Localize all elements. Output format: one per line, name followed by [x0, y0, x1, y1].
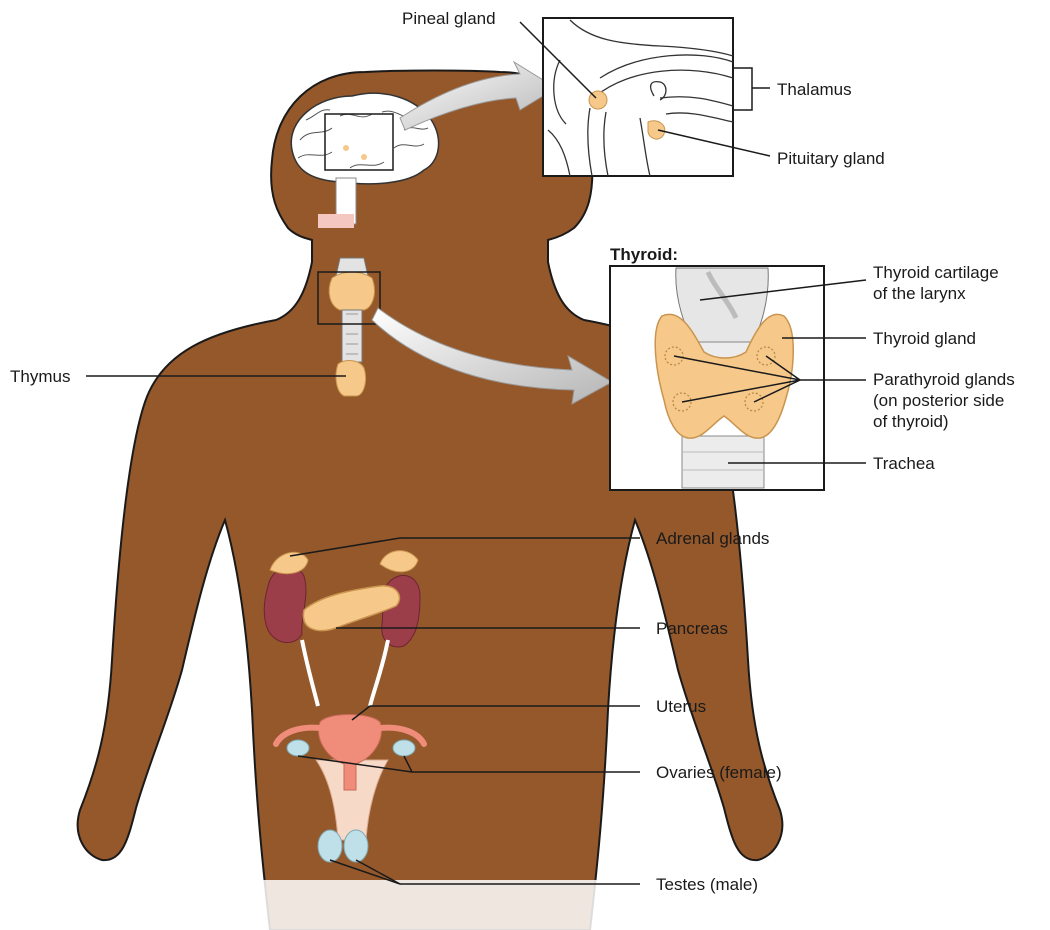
label-pituitary-gland: Pituitary gland	[777, 148, 885, 169]
ovary-left	[287, 740, 309, 756]
label-ovaries: Ovaries (female)	[656, 762, 782, 783]
kidney-left	[264, 567, 306, 643]
label-thyroid-heading: Thyroid:	[610, 244, 678, 265]
label-thyroid-gland: Thyroid gland	[873, 328, 976, 349]
label-thalamus: Thalamus	[777, 79, 852, 100]
label-parathyroid-glands: Parathyroid glands (on posterior side of…	[873, 369, 1015, 432]
ovary-right	[393, 740, 415, 756]
label-testes: Testes (male)	[656, 874, 758, 895]
label-pineal-gland: Pineal gland	[402, 8, 496, 29]
label-uterus: Uterus	[656, 696, 706, 717]
label-parathyroid-line1: Parathyroid glands	[873, 369, 1015, 390]
testis-right	[344, 830, 368, 862]
testis-left	[318, 830, 342, 862]
thymus-shape	[336, 361, 366, 396]
body-outline	[78, 71, 783, 930]
label-parathyroid-line2: (on posterior side	[873, 390, 1015, 411]
label-parathyroid-line3: of thyroid)	[873, 411, 1015, 432]
label-pancreas: Pancreas	[656, 618, 728, 639]
body-silhouette	[78, 71, 783, 930]
label-adrenal-glands: Adrenal glands	[656, 528, 769, 549]
label-thyroid-cartilage-line1: Thyroid cartilage	[873, 262, 999, 283]
label-thyroid-cartilage-line2: of the larynx	[873, 283, 999, 304]
pituitary-gland-shape	[648, 121, 665, 139]
label-thymus: Thymus	[10, 366, 70, 387]
label-thyroid-cartilage: Thyroid cartilage of the larynx	[873, 262, 999, 304]
label-trachea: Trachea	[873, 453, 935, 474]
brain-inset	[543, 18, 733, 176]
